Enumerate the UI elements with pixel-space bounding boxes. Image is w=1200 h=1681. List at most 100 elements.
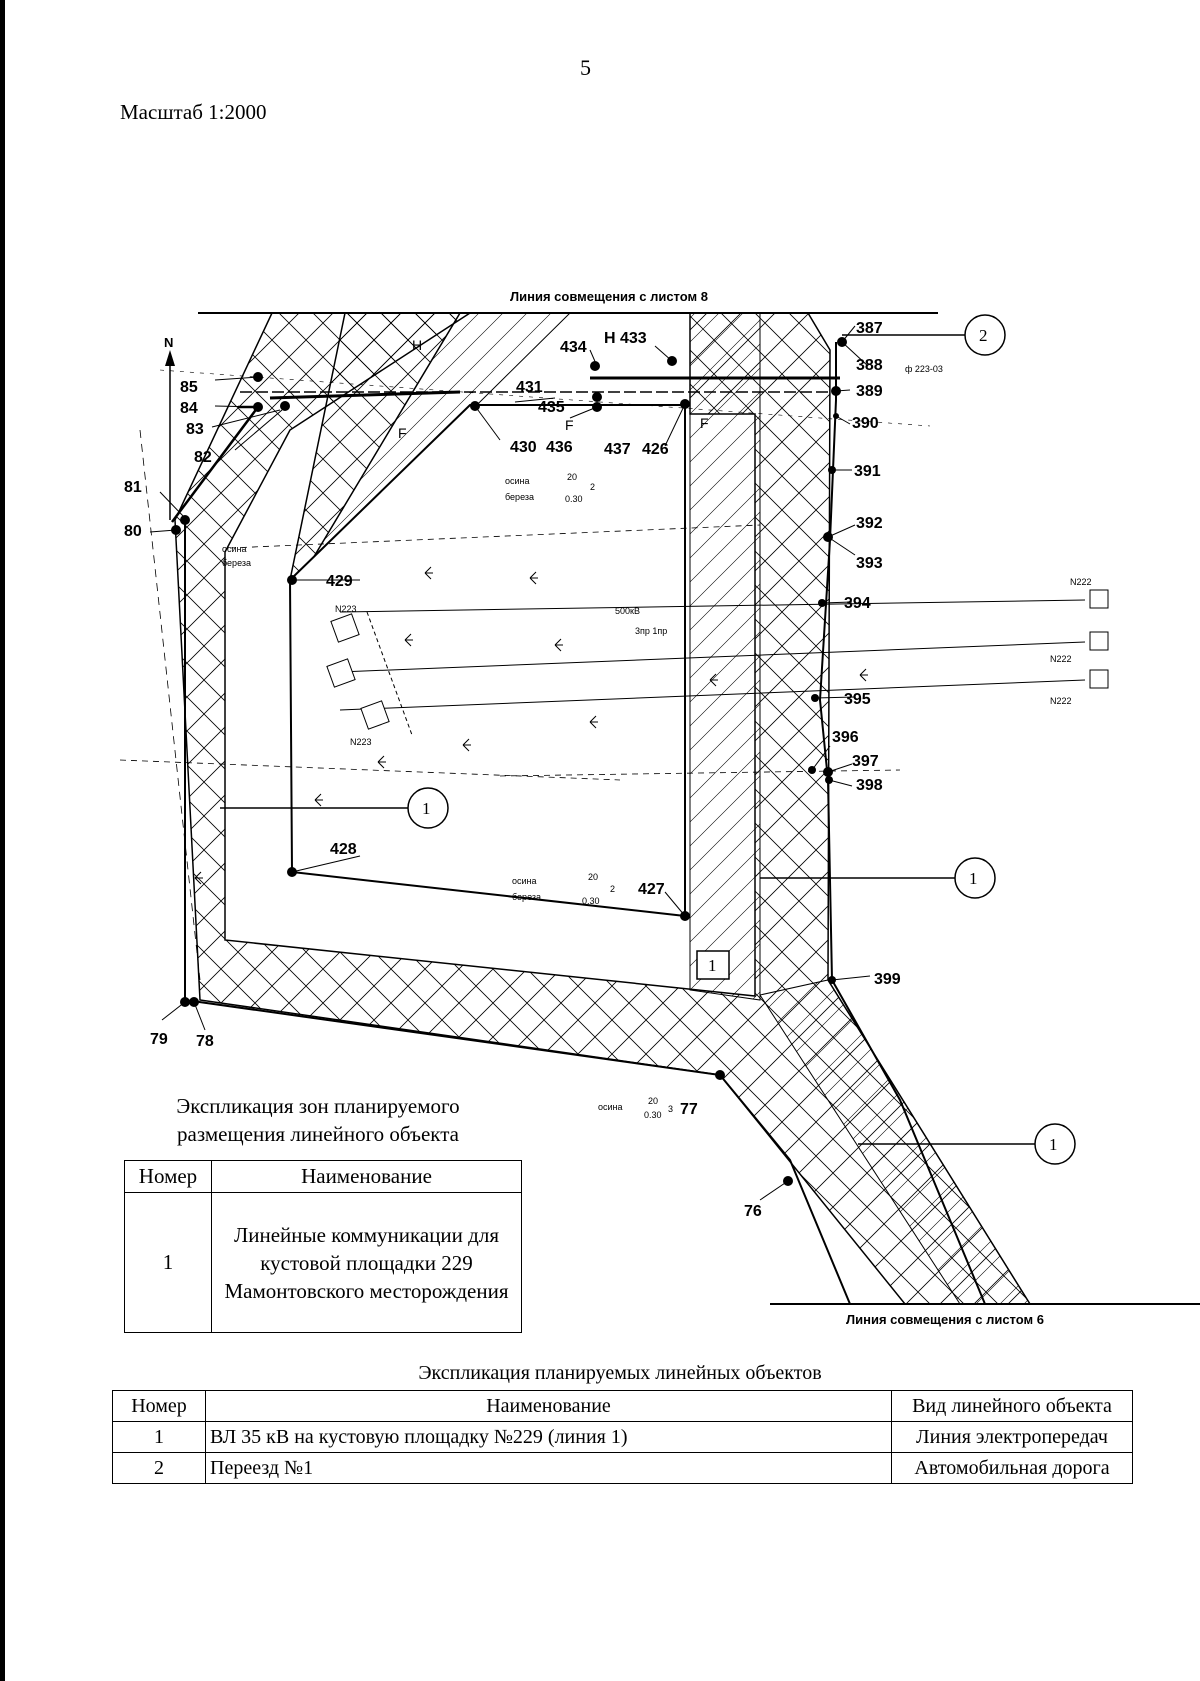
tree-species-f: осина xyxy=(222,544,247,554)
scale-label: Масштаб 1:2000 xyxy=(120,100,267,124)
page-left-edge xyxy=(0,0,5,1681)
wire-3 xyxy=(339,679,1086,711)
objects-explication-title: Экспликация планируемых линейных объекто… xyxy=(418,1362,822,1384)
zone-box-label: 1 xyxy=(708,956,717,975)
objects-header-type: Вид линейного объекта xyxy=(891,1390,1133,1422)
point-427: 427 xyxy=(638,881,665,898)
tree-count-c: 2 xyxy=(610,884,615,894)
zones-row-number: 1 xyxy=(124,1192,212,1333)
objects-row-2-number: 2 xyxy=(112,1452,206,1484)
h-mark-1: H xyxy=(412,337,422,353)
point-84: 84 xyxy=(180,400,198,417)
callout-1a-label: 1 xyxy=(422,799,431,818)
tree-species-g: береза xyxy=(222,558,251,568)
point-398: 398 xyxy=(856,777,883,794)
point-431: 431 xyxy=(516,379,543,396)
f-mark-1: F xyxy=(700,415,709,431)
point-80: 80 xyxy=(124,523,142,540)
vegetation-symbols xyxy=(194,566,868,885)
zones-explication-table: Номер Наименование 1 Линейные коммуникац… xyxy=(124,1160,522,1333)
objects-row-1-name: ВЛ 35 кВ на кустовую площадку №229 (лини… xyxy=(205,1421,892,1453)
objects-row: 1 ВЛ 35 кВ на кустовую площадку №229 (ли… xyxy=(112,1421,1133,1453)
page-number: 5 xyxy=(580,55,591,80)
point-81: 81 xyxy=(124,479,142,496)
objects-header-number: Номер xyxy=(112,1390,206,1422)
n222-label-1: N222 xyxy=(1070,577,1092,587)
point-76: 76 xyxy=(744,1203,762,1220)
tree-diam-c: 0.30 xyxy=(582,896,600,906)
n223-label-2: N223 xyxy=(350,737,372,747)
tree-diam-e: 0.30 xyxy=(644,1110,662,1120)
point-435: 435 xyxy=(538,399,565,416)
point-429: 429 xyxy=(326,573,353,590)
point-392: 392 xyxy=(856,515,883,532)
wire-end-2 xyxy=(1089,631,1109,651)
objects-explication-table: Номер Наименование Вид линейного объекта… xyxy=(112,1390,1133,1484)
point-437: 437 xyxy=(604,441,631,458)
point-83: 83 xyxy=(186,421,204,438)
point-391: 391 xyxy=(854,463,881,480)
point-433: H 433 xyxy=(604,330,647,347)
point-85: 85 xyxy=(180,379,198,396)
point-78: 78 xyxy=(196,1033,214,1050)
point-430: 430 xyxy=(510,439,537,456)
tree-count-a: 2 xyxy=(590,482,595,492)
objects-row: 2 Переезд №1 Автомобильная дорога xyxy=(112,1452,1133,1484)
equipment-symbols xyxy=(326,611,413,736)
objects-row-2-type: Автомобильная дорога xyxy=(891,1452,1133,1484)
tree-diam-a: 0.30 xyxy=(565,494,583,504)
tree-species-c: осина xyxy=(512,876,537,886)
zone-box xyxy=(696,950,730,980)
point-387: 387 xyxy=(856,320,883,337)
callout-1b-label: 1 xyxy=(969,869,978,888)
f-mark-2: F xyxy=(565,417,574,433)
wire-label-1: 500кВ xyxy=(615,606,640,616)
callout-1b-circle xyxy=(954,857,996,899)
point-389: 389 xyxy=(856,383,883,400)
point-393: 393 xyxy=(856,555,883,572)
point-394: 394 xyxy=(844,595,871,612)
callout-1c-label: 1 xyxy=(1049,1135,1058,1154)
n223-label-1: N223 xyxy=(335,604,357,614)
wire-end-3 xyxy=(1089,669,1109,689)
wire-2 xyxy=(339,641,1086,673)
point-390: 390 xyxy=(852,415,879,432)
point-399: 399 xyxy=(874,971,901,988)
point-434: 434 xyxy=(560,339,587,356)
callout-1a-circle xyxy=(407,787,449,829)
crossing-line-left xyxy=(269,390,461,400)
point-77: 77 xyxy=(680,1101,698,1118)
tree-count-e: 3 xyxy=(668,1104,673,1114)
n222-label-3: N222 xyxy=(1050,696,1072,706)
lower-diagonal-band xyxy=(759,979,1031,1305)
f-mark-3: F xyxy=(398,425,407,441)
tree-size-e: 20 xyxy=(648,1096,658,1106)
n222-label-2: N222 xyxy=(1050,654,1072,664)
f223-label: ф 223-03 xyxy=(905,364,943,374)
wire-1 xyxy=(339,599,1086,613)
point-396: 396 xyxy=(832,729,859,746)
callout-2-circle xyxy=(964,314,1006,356)
point-388: 388 xyxy=(856,357,883,374)
wire-sub-1: 3пр 1пр xyxy=(635,626,667,636)
tree-species-e: осина xyxy=(598,1102,623,1112)
point-79: 79 xyxy=(150,1031,168,1048)
objects-header-name: Наименование xyxy=(205,1390,892,1422)
callout-1c-circle xyxy=(1034,1123,1076,1165)
tree-species-a: осина xyxy=(505,476,530,486)
objects-row-1-type: Линия электропередач xyxy=(891,1421,1133,1453)
tree-size-a: 20 xyxy=(567,472,577,482)
point-82: 82 xyxy=(194,449,212,466)
zones-row-name: Линейные коммуникации для кустовой площа… xyxy=(211,1192,522,1333)
objects-row-1-number: 1 xyxy=(112,1421,206,1453)
outer-boundary-right xyxy=(818,342,986,1305)
north-arrow-head xyxy=(165,350,175,366)
site-plan-map: Линия совмещения с листом 8 Линия совмещ… xyxy=(119,289,1200,1327)
point-428: 428 xyxy=(330,841,357,858)
point-436: 436 xyxy=(546,439,573,456)
point-426: 426 xyxy=(642,441,669,458)
tree-species-d: береза xyxy=(512,892,541,902)
point-395: 395 xyxy=(844,691,871,708)
north-label: N xyxy=(164,335,173,350)
objects-row-2-name: Переезд №1 xyxy=(205,1452,892,1484)
